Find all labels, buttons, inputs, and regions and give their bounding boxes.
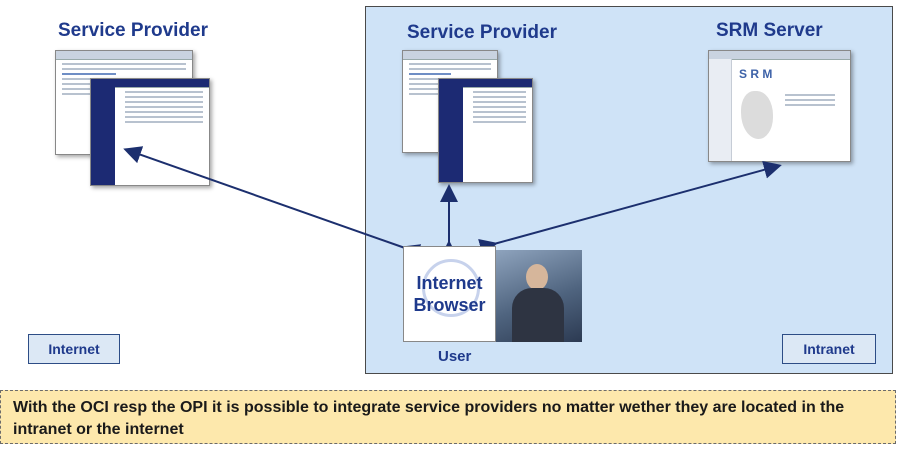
service-provider-title-mid: Service Provider xyxy=(407,22,557,43)
globe-icon xyxy=(422,259,480,317)
arrow-browser-to-internet-provider xyxy=(123,146,422,262)
intranet-label: Intranet xyxy=(782,334,876,364)
user-label: User xyxy=(438,348,472,365)
browser-label-line2: Browser xyxy=(413,295,486,315)
srm-server-title: SRM Server xyxy=(716,20,823,41)
browser-label-line1: Internet xyxy=(416,273,483,293)
srm-logo: S R M xyxy=(739,67,773,81)
arrow-browser-to-srm-server xyxy=(478,161,782,257)
service-provider-title-left: Service Provider xyxy=(58,20,208,41)
summary-note: With the OCI resp the OPI it is possible… xyxy=(0,390,896,444)
internet-label: Internet xyxy=(28,334,120,364)
internet-browser-icon: Internet Browser xyxy=(403,246,496,342)
srm-server-window: S R M xyxy=(708,50,851,162)
user-photo xyxy=(496,250,582,342)
